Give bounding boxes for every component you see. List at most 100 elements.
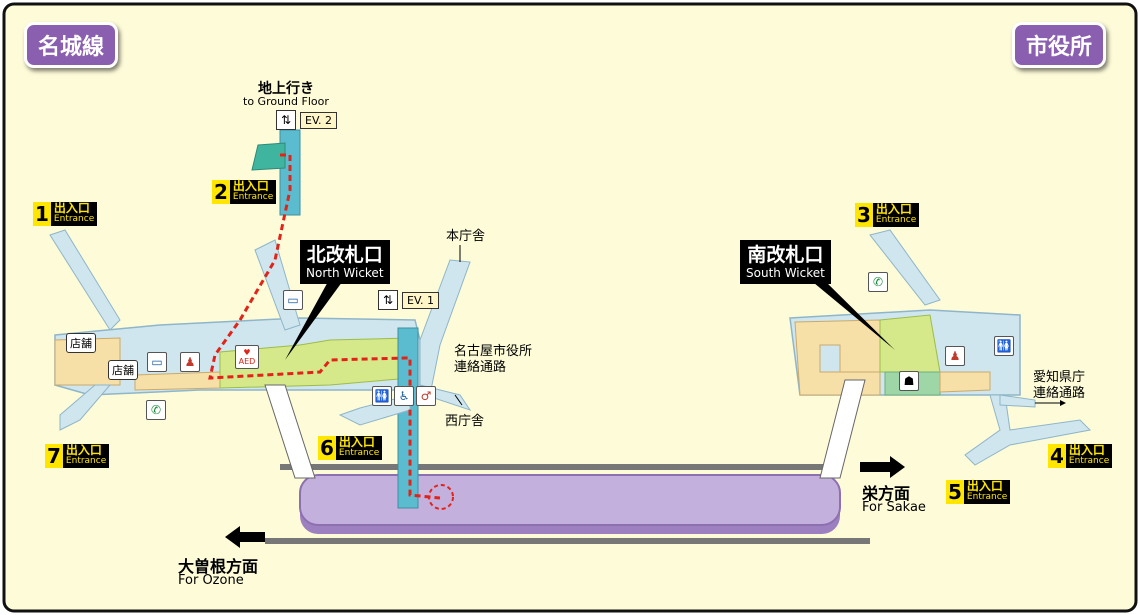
stairs-north-platform (264, 384, 316, 479)
exit4-5-passage (964, 394, 1092, 466)
exit-6-en: Entrance (338, 448, 380, 458)
exit-7-jp: 出入口 (65, 443, 102, 457)
exit-5-en: Entrance (966, 492, 1008, 502)
arrow-west-icon (454, 394, 463, 406)
north-wicket-label: 北改札口 North Wicket (300, 240, 390, 284)
phone-icon: ✆ (146, 400, 166, 420)
shop-label-2: 店舗 (108, 360, 138, 380)
exit-6-jp: 出入口 (338, 435, 375, 449)
exit-7-en: Entrance (65, 456, 107, 466)
exit-6-number: 6 (318, 436, 336, 460)
multipurpose-toilet-icon: ♂ (416, 386, 436, 406)
elevator-2[interactable]: ⇅ EV. 2 (276, 110, 338, 130)
aed-label: AED (238, 357, 256, 366)
exit-3-number: 3 (855, 203, 873, 227)
south-wicket-pointer (808, 278, 895, 350)
ev1-label: EV. 1 (402, 291, 440, 309)
station-office-icon: ☗ (899, 371, 919, 391)
barrier-free-route (208, 153, 441, 500)
shop-area-right-2 (939, 371, 991, 393)
arrow-ozone-icon (225, 526, 265, 548)
route-destination-marker (428, 484, 454, 510)
exit3-passage (869, 229, 941, 306)
exit-4-jp: 出入口 (1068, 443, 1105, 457)
restroom-icon: 🚻 (372, 386, 392, 406)
exit-4-en: Entrance (1068, 456, 1110, 466)
exit-5-jp: 出入口 (966, 479, 1003, 493)
stairs-south-platform (819, 379, 866, 479)
ozone-direction-jp: 大曽根方面 (178, 557, 259, 576)
south-wicket-label: 南改札口 South Wicket (740, 240, 831, 284)
city-hall-passage-1: 名古屋市役所 (454, 344, 533, 359)
exit-1-en: Entrance (53, 214, 95, 224)
honchosha-label: 本庁舎 (446, 229, 486, 244)
pref-passage (999, 394, 1036, 408)
track-lower (265, 538, 870, 544)
aed-heart-icon: ♥ (243, 348, 251, 357)
ground-floor-en: to Ground Floor (243, 95, 329, 108)
exit-2-number: 2 (212, 180, 230, 204)
exit-1-number: 1 (33, 202, 51, 226)
accessible-icon: ♿ (394, 386, 414, 406)
nishichosha-label: 西庁舎 (445, 414, 485, 429)
exit-2-en: Entrance (232, 192, 274, 202)
south-wicket-en: South Wicket (746, 266, 825, 280)
north-wicket-jp: 北改札口 (306, 244, 383, 266)
pref-passage-2: 連絡通路 (1033, 386, 1086, 401)
arrow-sakae-icon (860, 456, 905, 478)
south-wicket-jp: 南改札口 (747, 244, 824, 266)
arrow-pref-head-icon (1060, 400, 1066, 406)
station-tag-shiyakusho: 市役所 (1012, 22, 1107, 68)
elevator-1[interactable]: ⇅ EV. 1 (378, 290, 440, 310)
city-hall-passage-2: 連絡通路 (454, 360, 507, 375)
phone-icon: ✆ (868, 272, 888, 292)
elevator-icon: ⇅ (378, 290, 398, 310)
exit-3-en: Entrance (875, 215, 917, 225)
exit-1-jp: 出入口 (53, 201, 90, 215)
ev2-label: EV. 2 (300, 111, 338, 129)
aed-icon: ♥ AED (235, 345, 259, 369)
exit-2-jp: 出入口 (232, 179, 269, 193)
ticket-machine-icon: ▭ (283, 290, 303, 310)
ticket-machine-icon: ▭ (147, 352, 167, 372)
exit-4-number: 4 (1048, 444, 1066, 468)
restroom-icon: 🚻 (994, 336, 1014, 356)
exit-3-jp: 出入口 (875, 202, 912, 216)
ground-floor-jp: 地上行き (258, 81, 314, 97)
elevator-icon: ⇅ (276, 110, 296, 130)
sakae-direction-jp: 栄方面 (862, 484, 911, 503)
sakae-direction-en: For Sakae (862, 500, 926, 515)
north-wicket-pointer (285, 278, 345, 360)
exit-5-number: 5 (946, 480, 964, 504)
track-upper (280, 464, 830, 470)
line-tag-meijo: 名城線 (24, 22, 119, 68)
pref-passage-1: 愛知県庁 (1033, 370, 1086, 385)
fare-adjustment-icon: ♟ (945, 346, 965, 366)
fare-adjustment-icon: ♟ (180, 352, 200, 372)
ev1-shaft (397, 327, 419, 509)
exit-7-number: 7 (45, 444, 63, 468)
ozone-direction-en: For Ozone (178, 573, 244, 588)
shop-label-1: 店舗 (66, 333, 96, 353)
exit7-passage (59, 384, 112, 431)
ev2-area (251, 142, 286, 171)
north-wicket-en: North Wicket (306, 266, 384, 280)
exit1-passage (49, 229, 121, 331)
